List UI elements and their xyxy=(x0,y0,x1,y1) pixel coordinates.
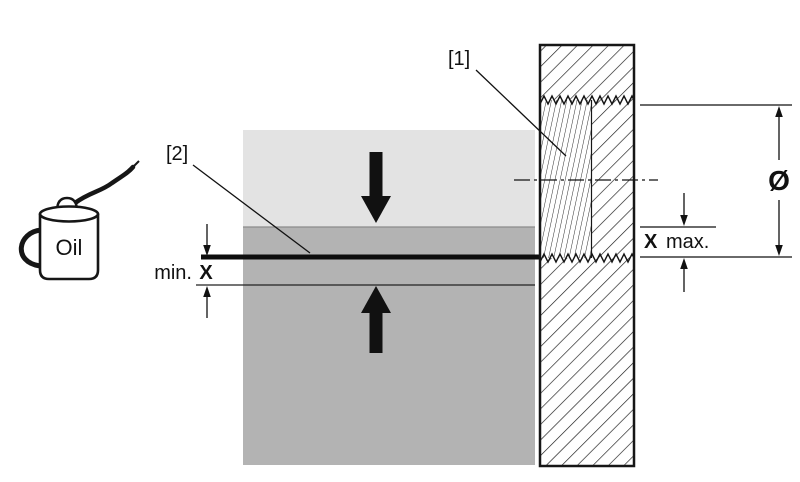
force-arrow-down xyxy=(361,152,391,223)
dimension-min xyxy=(203,224,211,318)
max-x-label: X xyxy=(644,231,658,253)
upper-block xyxy=(243,130,535,227)
dimension-diameter xyxy=(775,106,783,256)
label-2: [2] xyxy=(166,143,188,165)
dimension-max xyxy=(680,193,688,292)
label-1: [1] xyxy=(448,48,470,70)
lower-block xyxy=(243,227,535,465)
rod-outline xyxy=(538,43,636,468)
threaded-rod xyxy=(514,43,658,468)
oil-can-spout-tip xyxy=(132,160,140,168)
diameter-label: Ø xyxy=(768,165,790,196)
force-arrow-up xyxy=(361,286,391,353)
oil-can-body xyxy=(38,213,100,281)
min-x-label: X xyxy=(199,262,213,284)
leader-1 xyxy=(475,69,567,157)
oil-can: Oil xyxy=(18,160,140,281)
oil-can-spout xyxy=(72,164,136,206)
thread-zone xyxy=(540,100,592,258)
thread-zigzag-bottom xyxy=(539,252,635,264)
oil-can-rim xyxy=(38,205,100,223)
oil-label: Oil xyxy=(56,235,83,260)
min-label: min. xyxy=(154,262,192,284)
thread-zigzag-top xyxy=(539,94,635,106)
oil-can-handle xyxy=(18,227,42,269)
leader-2 xyxy=(192,164,311,254)
max-label: max. xyxy=(666,231,709,253)
